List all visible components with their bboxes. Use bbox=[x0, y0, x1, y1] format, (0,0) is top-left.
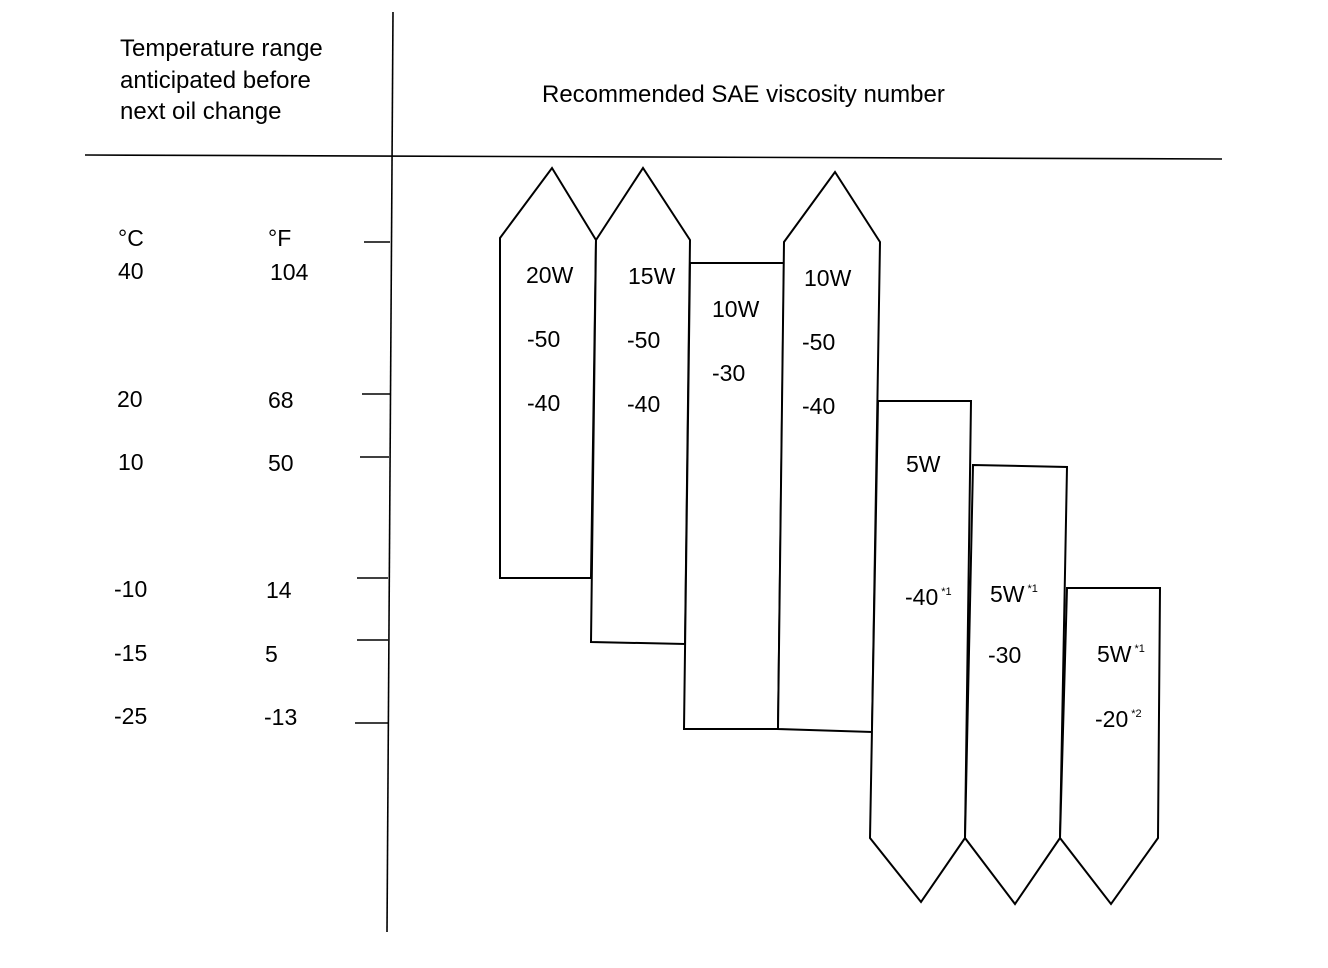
band-5w-30-label: -30 bbox=[988, 642, 1021, 668]
band-5w-label: 5W bbox=[906, 451, 941, 477]
band-20w-shape bbox=[499, 166, 598, 579]
band-10w-label: 10W bbox=[804, 265, 852, 291]
band-5w-30-grade-note: *1 bbox=[1028, 583, 1038, 595]
band-10w-50-label: -50 bbox=[802, 329, 835, 355]
band-5w-20-value: -20 bbox=[1095, 706, 1128, 732]
band-10w-40-label: -40 bbox=[802, 393, 835, 419]
band-15w-50-label: -50 bbox=[627, 327, 660, 353]
band-5w-40-label: -40*1 bbox=[905, 584, 952, 610]
fahrenheit-label-68: 68 bbox=[268, 387, 294, 413]
left-header-line-1: Temperature range bbox=[120, 35, 323, 62]
band-5w-40-shape bbox=[868, 400, 973, 904]
celsius-label-minus-25: -25 bbox=[114, 703, 147, 729]
band-5w-20-grade-label: 5W*1 bbox=[1097, 641, 1145, 667]
band-15w-40-label: -40 bbox=[627, 391, 660, 417]
header-rule bbox=[84, 154, 1223, 160]
column-divider bbox=[386, 11, 394, 933]
band-10w-shape bbox=[776, 170, 882, 734]
celsius-label-10: 10 bbox=[118, 449, 144, 475]
celsius-label-20: 20 bbox=[117, 386, 143, 412]
celsius-label-minus-10: -10 bbox=[114, 576, 147, 602]
band-5w-40-note: *1 bbox=[941, 586, 951, 598]
band-20w-50-label: -50 bbox=[527, 326, 560, 352]
band-5w-20-grade-value: 5W bbox=[1097, 641, 1132, 667]
fahrenheit-label-14: 14 bbox=[266, 577, 292, 603]
fahrenheit-label-minus-13: -13 bbox=[264, 704, 297, 730]
band-5w-30-grade-value: 5W bbox=[990, 581, 1025, 607]
left-header-line-2: anticipated before bbox=[120, 67, 311, 94]
fahrenheit-label-50: 50 bbox=[268, 450, 294, 476]
band-5w-20-label: -20*2 bbox=[1095, 706, 1142, 732]
fahrenheit-label-104: 104 bbox=[270, 259, 309, 285]
celsius-label-40: 40 bbox=[118, 258, 144, 284]
band-5w-20-shape bbox=[1058, 587, 1162, 906]
fahrenheit-unit: °F bbox=[268, 225, 291, 251]
fahrenheit-label-5: 5 bbox=[265, 641, 278, 667]
band-5w-40-value: -40 bbox=[905, 584, 938, 610]
band-5w-30-shape bbox=[963, 463, 1069, 906]
celsius-label-minus-15: -15 bbox=[114, 640, 147, 666]
celsius-unit: °C bbox=[118, 225, 144, 251]
band-10w-30-shape bbox=[682, 262, 786, 730]
band-15w-label: 15W bbox=[628, 263, 676, 289]
band-5w-20-note: *2 bbox=[1131, 708, 1141, 720]
band-5w-20-grade-note: *1 bbox=[1135, 643, 1145, 655]
right-header-title: Recommended SAE viscosity number bbox=[542, 81, 945, 108]
band-20w-40-label: -40 bbox=[527, 390, 560, 416]
band-5w-30-grade-label: 5W*1 bbox=[990, 581, 1038, 607]
band-10w-30-grade-label: 10W bbox=[712, 296, 760, 322]
left-header-line-3: next oil change bbox=[120, 98, 281, 125]
band-20w-label: 20W bbox=[526, 262, 574, 288]
band-10w-30-label: -30 bbox=[712, 360, 745, 386]
